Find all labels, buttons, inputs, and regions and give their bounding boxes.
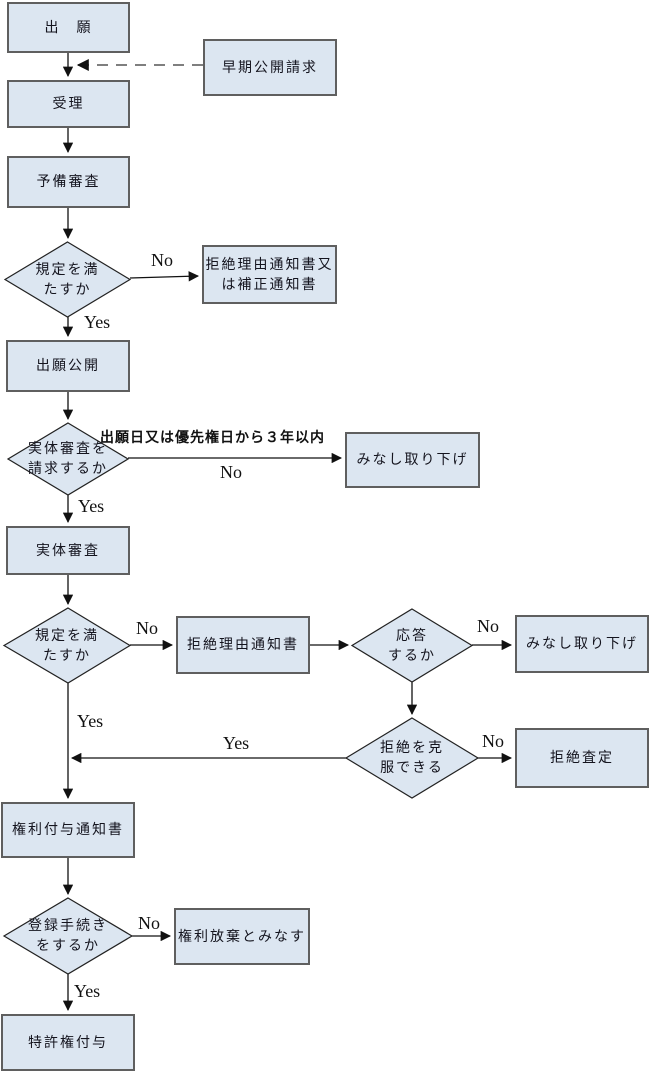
- label-respond: 応答 するか: [388, 627, 436, 664]
- decision-meets-requirements-pre: [3, 241, 132, 318]
- node-deemed-withdrawal-1: みなし取り下げ: [345, 432, 480, 488]
- node-early-publication-request: 早期公開請求: [203, 39, 337, 96]
- decision-overcome-rejection: [344, 717, 480, 799]
- node-application-publication: 出願公開: [6, 340, 130, 392]
- label-overcome-rejection: 拒絶を克 服できる: [380, 740, 444, 776]
- node-rejection-reason-notice: 拒絶理由通知書: [176, 616, 310, 674]
- node-deemed-withdrawal-2: みなし取り下げ: [515, 615, 649, 673]
- arrow-decision1-no: [129, 271, 200, 282]
- label-no-3: No: [136, 618, 158, 638]
- node-acceptance: 受理: [7, 80, 130, 128]
- label-yes-2: Yes: [78, 496, 105, 516]
- label-request-substantive-exam: 実体審査を 請求するか: [28, 441, 108, 477]
- node-rejection-or-amendment-notice: 拒絶理由通知書又 は補正通知書: [202, 245, 337, 304]
- node-grant-notice: 権利付与通知書: [1, 802, 135, 858]
- label-no-1: No: [151, 250, 173, 270]
- label-meets-requirements-sub: 規定を満 たすか: [35, 627, 99, 664]
- node-substantive-examination: 実体審査: [6, 526, 130, 575]
- decision-registration-procedure: [2, 897, 134, 975]
- label-meets-requirements-pre: 規定を満 たすか: [35, 261, 100, 298]
- decision-meets-requirements-sub: [2, 607, 132, 684]
- label-deadline-note: 出願日又は優先権日から３年以内: [100, 430, 325, 446]
- node-rejection-decision: 拒絶査定: [515, 728, 649, 788]
- node-deemed-abandonment: 権利放棄とみなす: [174, 908, 310, 965]
- node-patent-grant: 特許権付与: [1, 1014, 135, 1071]
- label-registration-procedure: 登録手続き をするか: [28, 918, 108, 954]
- decision-respond: [350, 608, 474, 683]
- label-yes-5: Yes: [74, 981, 101, 1001]
- label-no-4: No: [477, 616, 499, 636]
- node-application: 出 願: [7, 2, 130, 53]
- label-no-2: No: [220, 462, 242, 482]
- label-yes-1: Yes: [84, 312, 111, 332]
- decision-request-substantive-exam: [6, 422, 130, 496]
- label-yes-3: Yes: [77, 711, 104, 731]
- label-yes-4: Yes: [223, 733, 250, 753]
- label-no-5: No: [482, 731, 504, 751]
- label-no-6: No: [138, 913, 160, 933]
- node-preliminary-examination: 予備審査: [7, 156, 130, 208]
